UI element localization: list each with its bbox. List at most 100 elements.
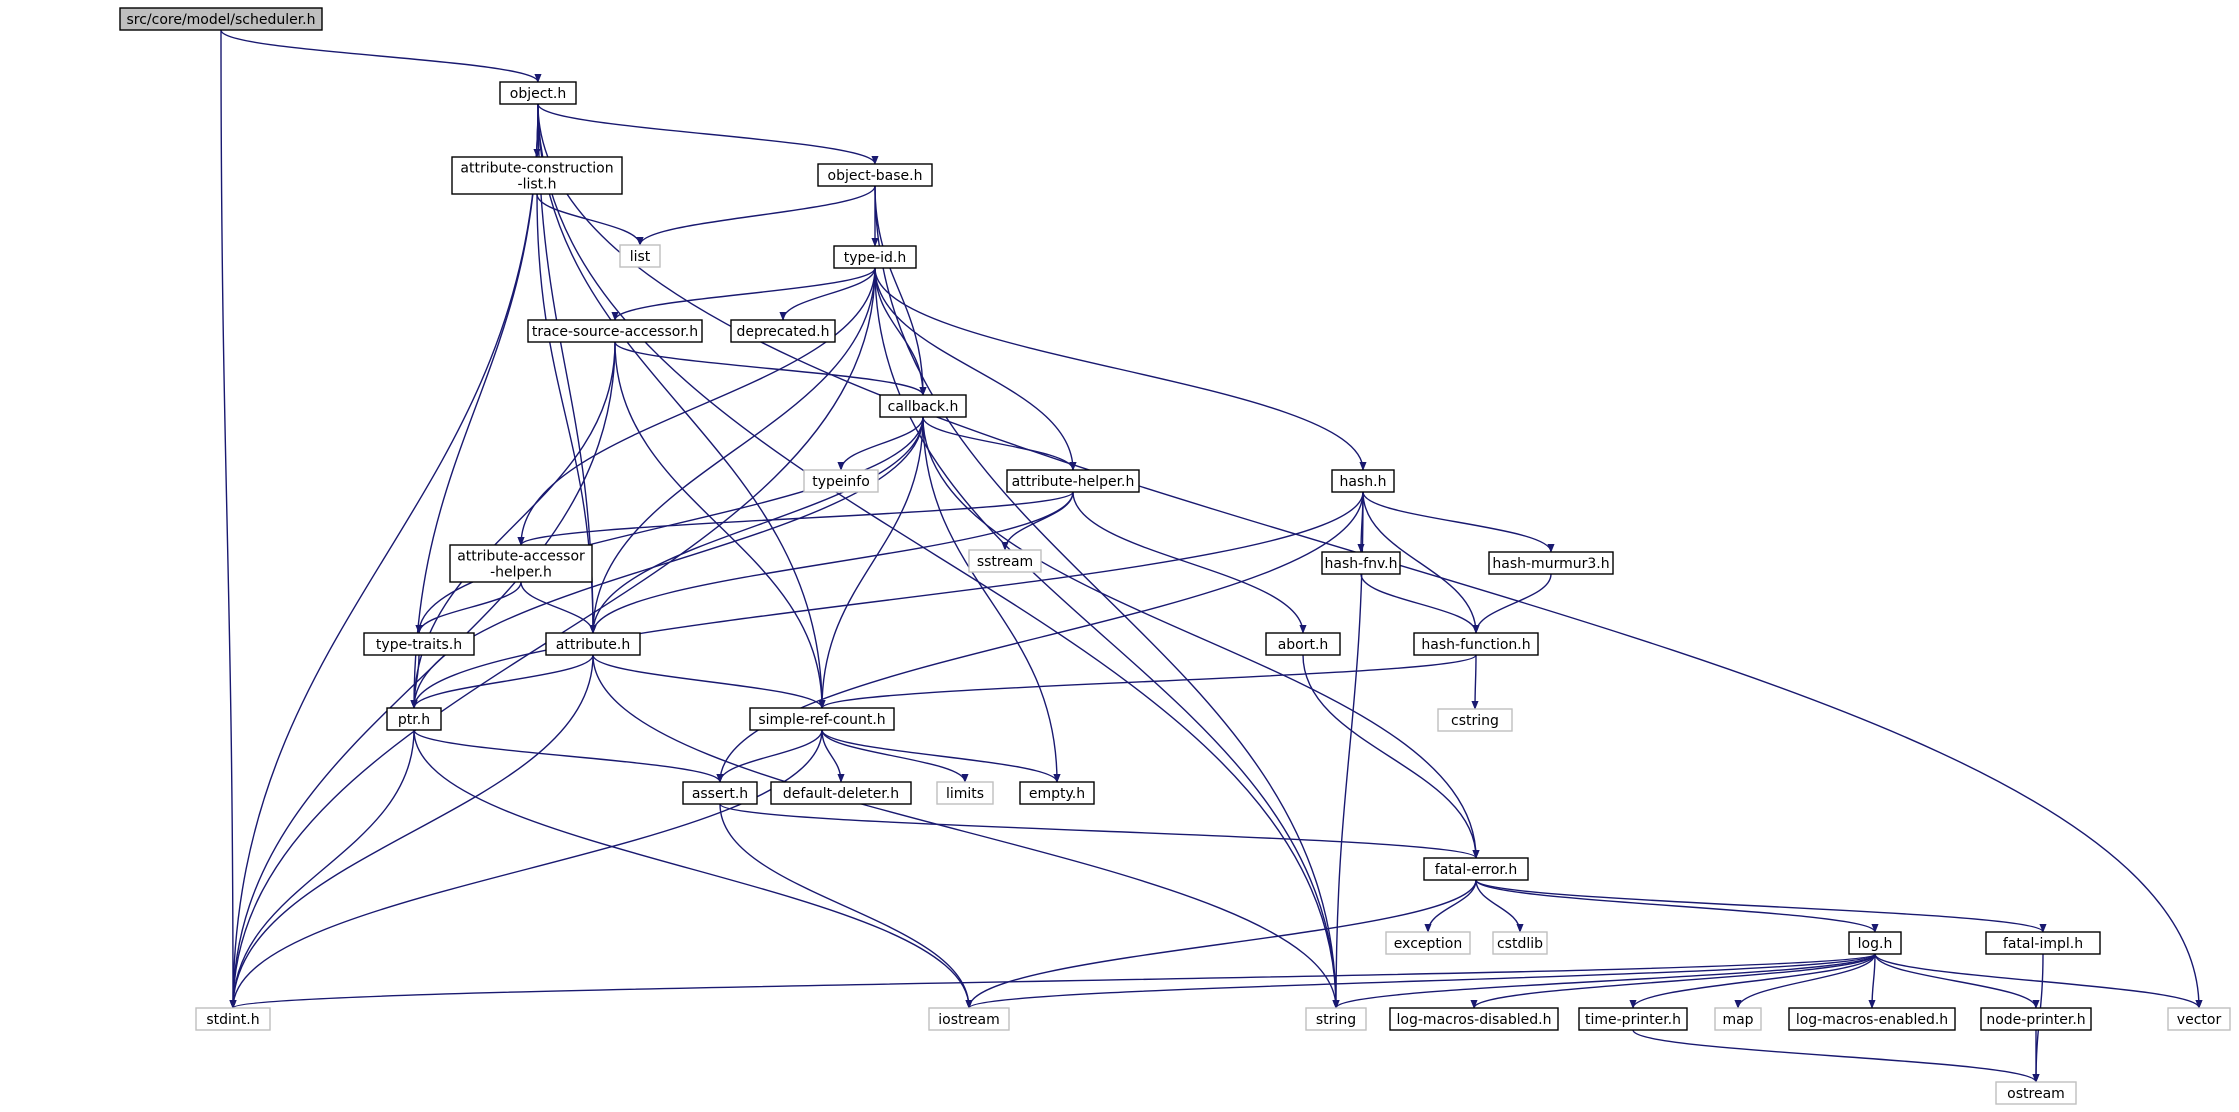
node-aah[interactable]: attribute-accessor-helper.h [449,544,593,583]
edge-callback-to-ahelper [922,416,1077,471]
node-box-ahelper [1006,469,1140,493]
node-ahelper[interactable]: attribute-helper.h [1006,469,1140,493]
node-empty[interactable]: empty.h [1019,781,1095,805]
node-objbase[interactable]: object-base.h [817,163,933,187]
node-src[interactable]: simple-ref-count.h [749,707,895,731]
edge-fatalerr-to-log [1475,879,1879,933]
edge-aah-to-typetraits [415,581,522,634]
edge-attribute-to-stdint [229,654,594,1009]
node-typetraits[interactable]: type-traits.h [363,632,475,656]
edge-ahelper-to-abort [1072,491,1307,634]
node-ptr[interactable]: ptr.h [386,707,442,731]
edge-hash-to-hashmur [1362,491,1555,553]
node-fatalimpl[interactable]: fatal-impl.h [1985,931,2101,955]
node-label-empty: empty.h [1029,786,1085,802]
node-box-string [1305,1007,1367,1031]
edge-attribute-to-string [592,654,1340,1009]
edge-assert-to-fatalerr [719,803,1480,859]
edge-typeid-to-hash [874,267,1367,471]
node-box-abort [1265,632,1341,656]
node-box-hashmur [1488,551,1614,575]
edge-callback-to-empty [922,416,1061,783]
node-label-objbase: object-base.h [828,168,923,184]
edge-ahelper-to-attribute [589,491,1074,634]
edge-acl-to-list [536,193,644,246]
node-attribute[interactable]: attribute.h [545,632,641,656]
edge-aah-to-attribute [520,581,597,634]
edge-log-to-lme [1868,953,1876,1009]
node-string: string [1305,1007,1367,1031]
node-label-fatalimpl: fatal-impl.h [2003,936,2083,952]
edge-tsa-to-src [614,341,826,709]
node-abort[interactable]: abort.h [1265,632,1341,656]
node-box-attribute [545,632,641,656]
node-hash[interactable]: hash.h [1331,469,1395,493]
node-hashfnv[interactable]: hash-fnv.h [1321,551,1401,575]
edge-src-to-assert [716,729,823,783]
edge-typeid-to-tsa [611,267,876,321]
node-label-map: map [1722,1012,1753,1028]
node-log[interactable]: log.h [1848,931,1902,955]
edge-log-to-lmd [1470,953,1876,1009]
edge-ahelper-to-sstream [1001,491,1074,551]
edge-log-to-string [1332,953,1876,1009]
node-box-objbase [817,163,933,187]
node-label-exception: exception [1394,936,1462,952]
edge-hash-to-assert [716,491,1364,783]
node-label-sstream: sstream [977,554,1033,570]
node-label-scheduler: src/core/model/scheduler.h [126,12,315,28]
node-box-empty [1019,781,1095,805]
node-hashfunc[interactable]: hash-function.h [1413,632,1539,656]
node-box-deprecated [730,319,836,343]
node-deprecated[interactable]: deprecated.h [730,319,836,343]
node-label-hash: hash.h [1340,474,1387,490]
node-scheduler[interactable]: src/core/model/scheduler.h [119,7,323,31]
edge-typeid-to-aah [517,267,876,546]
node-box-src [749,707,895,731]
node-box-hash [1331,469,1395,493]
node-label-list: list [630,249,651,265]
node-label-dd: default-deleter.h [783,786,899,802]
edge-hash-to-hashfunc [1362,491,1480,634]
edge-fatalerr-to-iostream [965,879,1477,1009]
node-lme[interactable]: log-macros-enabled.h [1788,1007,1956,1031]
node-box-vector [2167,1007,2231,1031]
node-label-stdint: stdint.h [206,1012,259,1028]
node-tprinter[interactable]: time-printer.h [1578,1007,1688,1031]
node-box-tprinter [1578,1007,1688,1031]
node-label-limits: limits [946,786,984,802]
node-box-iostream [928,1007,1010,1031]
node-lmd[interactable]: log-macros-disabled.h [1389,1007,1559,1031]
node-box-scheduler [119,7,323,31]
node-fatalerr[interactable]: fatal-error.h [1423,857,1529,881]
node-assert[interactable]: assert.h [682,781,758,805]
node-object[interactable]: object.h [499,81,577,105]
edge-log-to-stdint [229,953,1876,1009]
node-acl[interactable]: attribute-construction-list.h [451,156,623,195]
edge-attribute-to-ptr [410,654,594,709]
node-box-sstream [968,549,1042,573]
node-box-lmd [1389,1007,1559,1031]
node-label-assert: assert.h [692,786,748,802]
node-label-cstring: cstring [1451,713,1499,729]
node-box-stdint [195,1007,271,1031]
node-box-typeinfo [803,469,879,493]
node-dd[interactable]: default-deleter.h [770,781,912,805]
node-typeid[interactable]: type-id.h [833,245,917,269]
edge-callback-to-fatalerr [922,416,1480,859]
edge-typeid-to-ahelper [874,267,1077,471]
node-nprinter[interactable]: node-printer.h [1980,1007,2092,1031]
node-label-callback: callback.h [888,399,959,415]
edge-scheduler-to-stdint [220,29,237,1009]
node-label-object: object.h [510,86,566,102]
node-tsa[interactable]: trace-source-accessor.h [527,319,703,343]
node-sstream: sstream [968,549,1042,573]
edge-objbase-to-callback [874,185,927,396]
node-box-cstdlib [1492,931,1548,955]
node-label-string: string [1316,1012,1356,1028]
node-box-assert [682,781,758,805]
node-callback[interactable]: callback.h [879,394,967,418]
edge-typeid-to-attribute [589,267,876,634]
edge-src-to-stdint [229,729,823,1009]
node-hashmur[interactable]: hash-murmur3.h [1488,551,1614,575]
